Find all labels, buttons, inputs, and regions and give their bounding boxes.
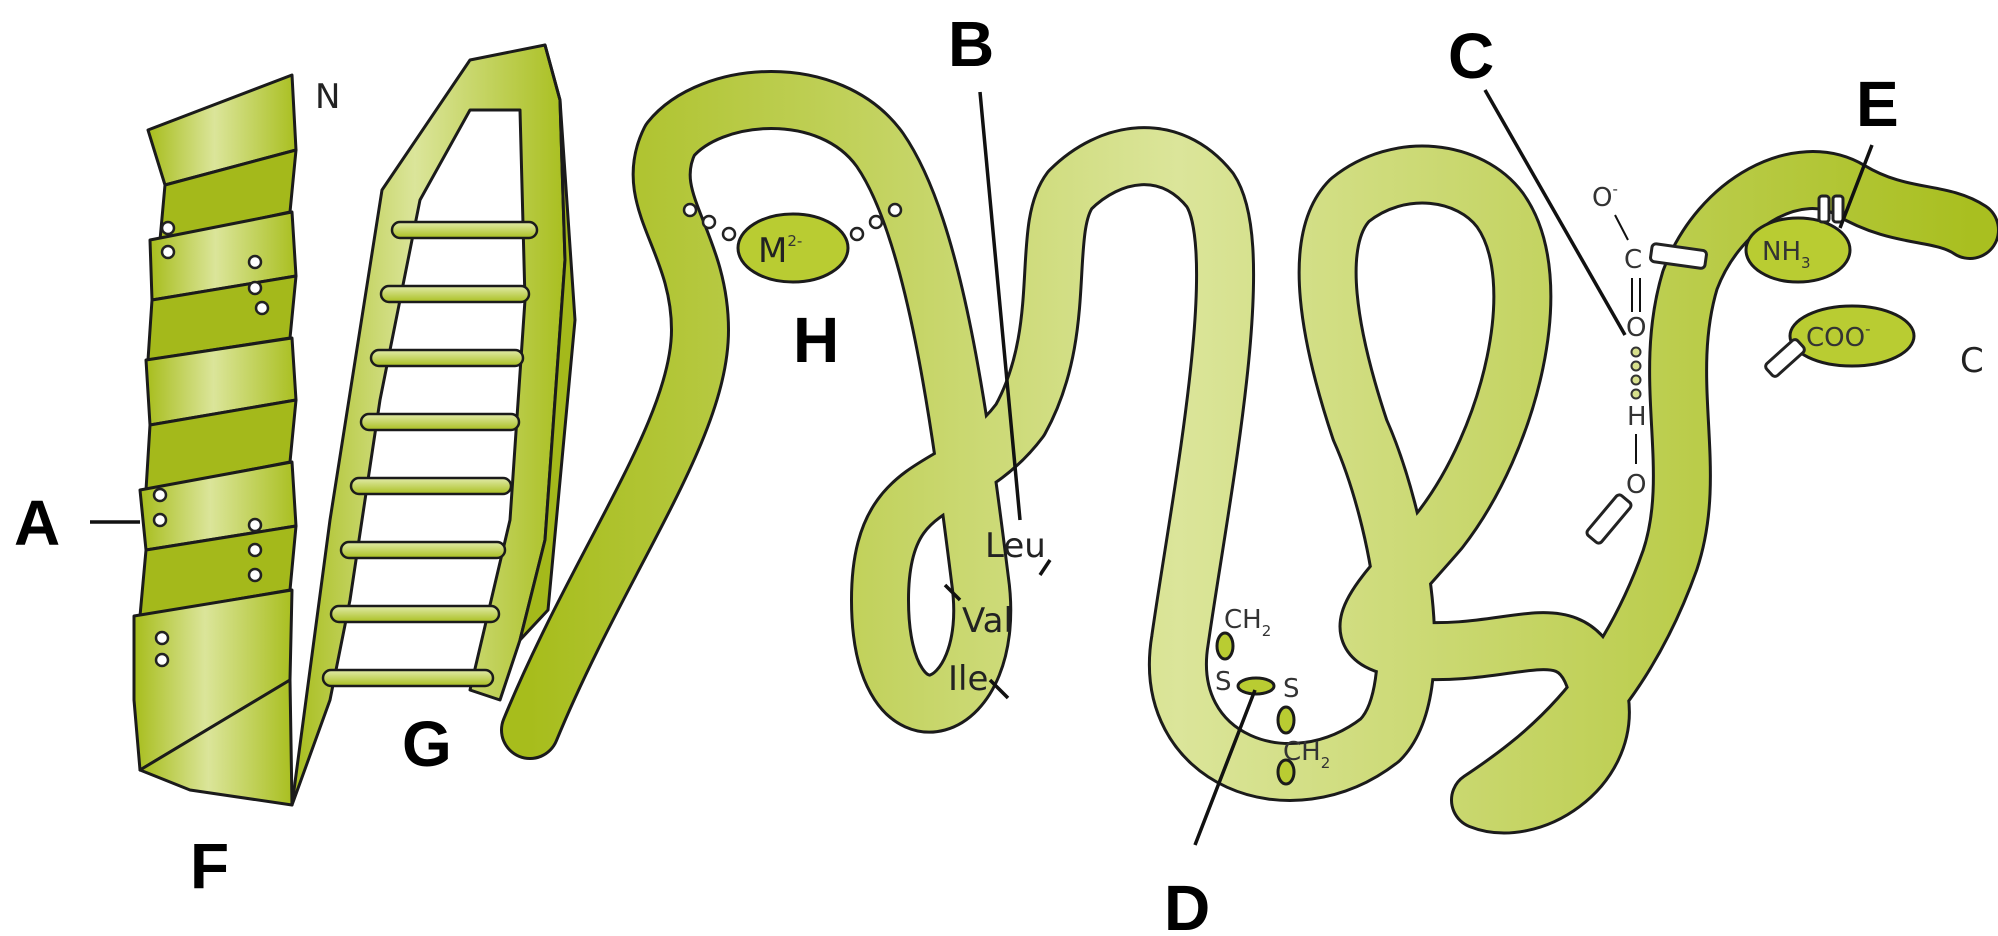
ch2-bottom-sub: 2 [1321, 754, 1331, 772]
label-b: B [948, 8, 994, 80]
svg-text:O-: O- [1592, 180, 1618, 213]
n-terminus: N [315, 77, 340, 117]
label-c: C [1448, 20, 1494, 92]
ch2-top-sub: 2 [1262, 622, 1272, 640]
svg-text:CH2: CH2 [1224, 605, 1271, 640]
hb-oxygen: O [1626, 313, 1646, 343]
label-e: E [1856, 68, 1899, 140]
hb-carbon: C [1624, 245, 1642, 275]
sulfur-left: S [1215, 667, 1232, 697]
sulfur-right: S [1283, 674, 1300, 704]
metal-symbol: M [758, 231, 787, 271]
label-h: H [793, 304, 839, 376]
ion-coo-sup: - [1865, 320, 1870, 338]
svg-text:COO-: COO- [1806, 320, 1871, 353]
label-f: F [190, 830, 229, 902]
alpha-helix [134, 75, 296, 805]
ion-nh3: NH [1762, 237, 1801, 267]
label-a: A [14, 487, 60, 559]
ch2-top: CH [1224, 605, 1262, 635]
residue-leu: Leu [985, 526, 1046, 566]
hb-o-minus: O [1592, 183, 1612, 213]
ch2-bottom: CH [1283, 737, 1321, 767]
residue-ile: Ile [948, 659, 988, 699]
hb-o-minus-sup: - [1612, 180, 1617, 198]
hb-oxygen-2: O [1626, 470, 1646, 500]
residue-val: Val [962, 601, 1013, 641]
hb-hydrogen: H [1627, 402, 1647, 432]
ion-coo: COO [1806, 323, 1865, 353]
label-d: D [1164, 872, 1210, 936]
metal-charge: 2- [787, 232, 802, 250]
ion-nh3-sub: 3 [1801, 254, 1811, 272]
c-terminus: C [1960, 341, 1984, 381]
label-g: G [402, 708, 452, 780]
